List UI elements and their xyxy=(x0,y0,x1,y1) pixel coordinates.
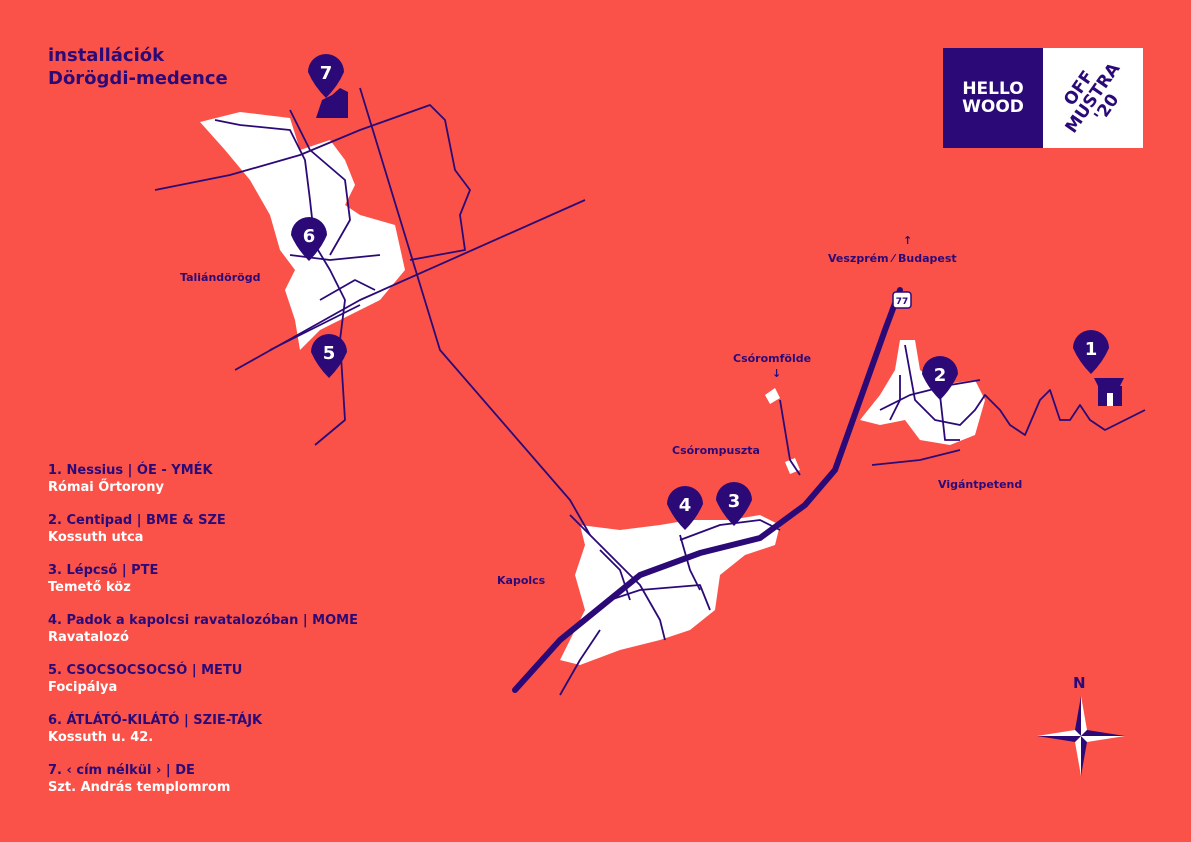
pin-number: 5 xyxy=(323,343,336,364)
legend-title: 3. Lépcső | PTE xyxy=(48,563,159,578)
map-pin-7[interactable]: 7 xyxy=(308,54,344,98)
map-pin-4[interactable]: 4 xyxy=(667,486,703,530)
logo-text: HELLO xyxy=(962,79,1024,99)
legend-title: 2. Centipad | BME & SZE xyxy=(48,513,226,528)
map-pin-5[interactable]: 5 xyxy=(311,334,347,378)
road-number: 77 xyxy=(896,297,909,307)
legend-location: Temető köz xyxy=(48,580,131,595)
csoromfolde-area xyxy=(765,388,780,404)
compass-north-label: N xyxy=(1073,674,1086,692)
place-label-veszprem-budapest: Veszprém ⁄ Budapest xyxy=(828,252,957,265)
legend-title: 4. Padok a kapolcsi ravatalozóban | MOME xyxy=(48,613,358,628)
place-label-csoromfolde: Csóromfölde xyxy=(733,352,812,365)
legend-location: Ravatalozó xyxy=(48,630,129,645)
compass-rose-icon xyxy=(1037,696,1125,776)
legend-item: 5. CSOCSOCSOCSÓ | METU Focipálya xyxy=(48,662,358,696)
legend-title: 1. Nessius | ÓE - YMÉK xyxy=(48,463,213,478)
map-pin-1[interactable]: 1 xyxy=(1073,330,1109,374)
legend-location: Kossuth u. 42. xyxy=(48,730,154,745)
legend-item: 4. Padok a kapolcsi ravatalozóban | MOME… xyxy=(48,612,358,646)
pin-number: 3 xyxy=(728,491,741,512)
arrow-up-icon: ↑ xyxy=(903,234,913,247)
highway-77 xyxy=(512,287,903,693)
church-ruin-icon xyxy=(316,88,348,118)
place-label-kapolcs: Kapolcs xyxy=(497,574,546,587)
roads xyxy=(154,87,1146,696)
pin-marker-icon xyxy=(922,356,958,400)
place-label-vigantpetend: Vigántpetend xyxy=(938,478,1023,491)
legend-item: 3. Lépcső | PTE Temető köz xyxy=(48,562,358,596)
place-label-csorompuszta: Csórompuszta xyxy=(672,444,760,457)
pin-marker-icon xyxy=(308,54,344,98)
pin-marker-icon xyxy=(291,217,327,261)
legend-item: 2. Centipad | BME & SZE Kossuth utca xyxy=(48,512,358,546)
map-pin-6[interactable]: 6 xyxy=(291,217,327,261)
logo-text: WOOD xyxy=(962,97,1024,117)
pin-marker-icon xyxy=(1073,330,1109,374)
map-pin-2[interactable]: 2 xyxy=(922,356,958,400)
legend-title: 7. ‹ cím nélkül › | DE xyxy=(48,763,195,778)
legend-location: Római Őrtorony xyxy=(48,480,164,495)
arrow-down-icon: ↓ xyxy=(772,367,782,380)
pin-marker-icon xyxy=(667,486,703,530)
legend-item: 1. Nessius | ÓE - YMÉK Római Őrtorony xyxy=(48,462,358,496)
place-label-taliandorogd: Taliándörögd xyxy=(180,271,261,284)
legend-item: 7. ‹ cím nélkül › | DE Szt. András templo… xyxy=(48,762,358,796)
legend-location: Focipálya xyxy=(48,680,118,695)
map-pin-3[interactable]: 3 xyxy=(716,482,752,526)
pin-number: 6 xyxy=(303,226,316,247)
pin-marker-icon xyxy=(716,482,752,526)
legend-location: Szt. András templomrom xyxy=(48,780,231,795)
pin-marker-icon xyxy=(311,334,347,378)
pins: 1 2 3 4 5 6 7 xyxy=(291,54,1109,530)
pin-number: 4 xyxy=(679,495,692,516)
map-title: installációk Dörögdi-medence xyxy=(48,44,228,90)
road-shield: 77 xyxy=(892,291,912,309)
title-line-2: Dörögdi-medence xyxy=(48,68,228,89)
pin-number: 1 xyxy=(1085,339,1098,360)
pin-number: 2 xyxy=(934,365,947,386)
watchtower-icon xyxy=(1094,378,1124,406)
legend-item: 6. ÁTLÁTÓ-KILÁTÓ | SZIE-TÁJK Kossuth u. 4… xyxy=(48,712,358,746)
legend-title: 5. CSOCSOCSOCSÓ | METU xyxy=(48,663,243,678)
kapolcs-area xyxy=(560,515,780,665)
title-line-1: installációk xyxy=(48,45,165,66)
pin-number: 7 xyxy=(320,63,333,84)
legend-location: Kossuth utca xyxy=(48,530,144,545)
legend-title: 6. ÁTLÁTÓ-KILÁTÓ | SZIE-TÁJK xyxy=(48,713,263,728)
installation-legend: 1. Nessius | ÓE - YMÉK Római Őrtorony 2. … xyxy=(48,462,358,812)
